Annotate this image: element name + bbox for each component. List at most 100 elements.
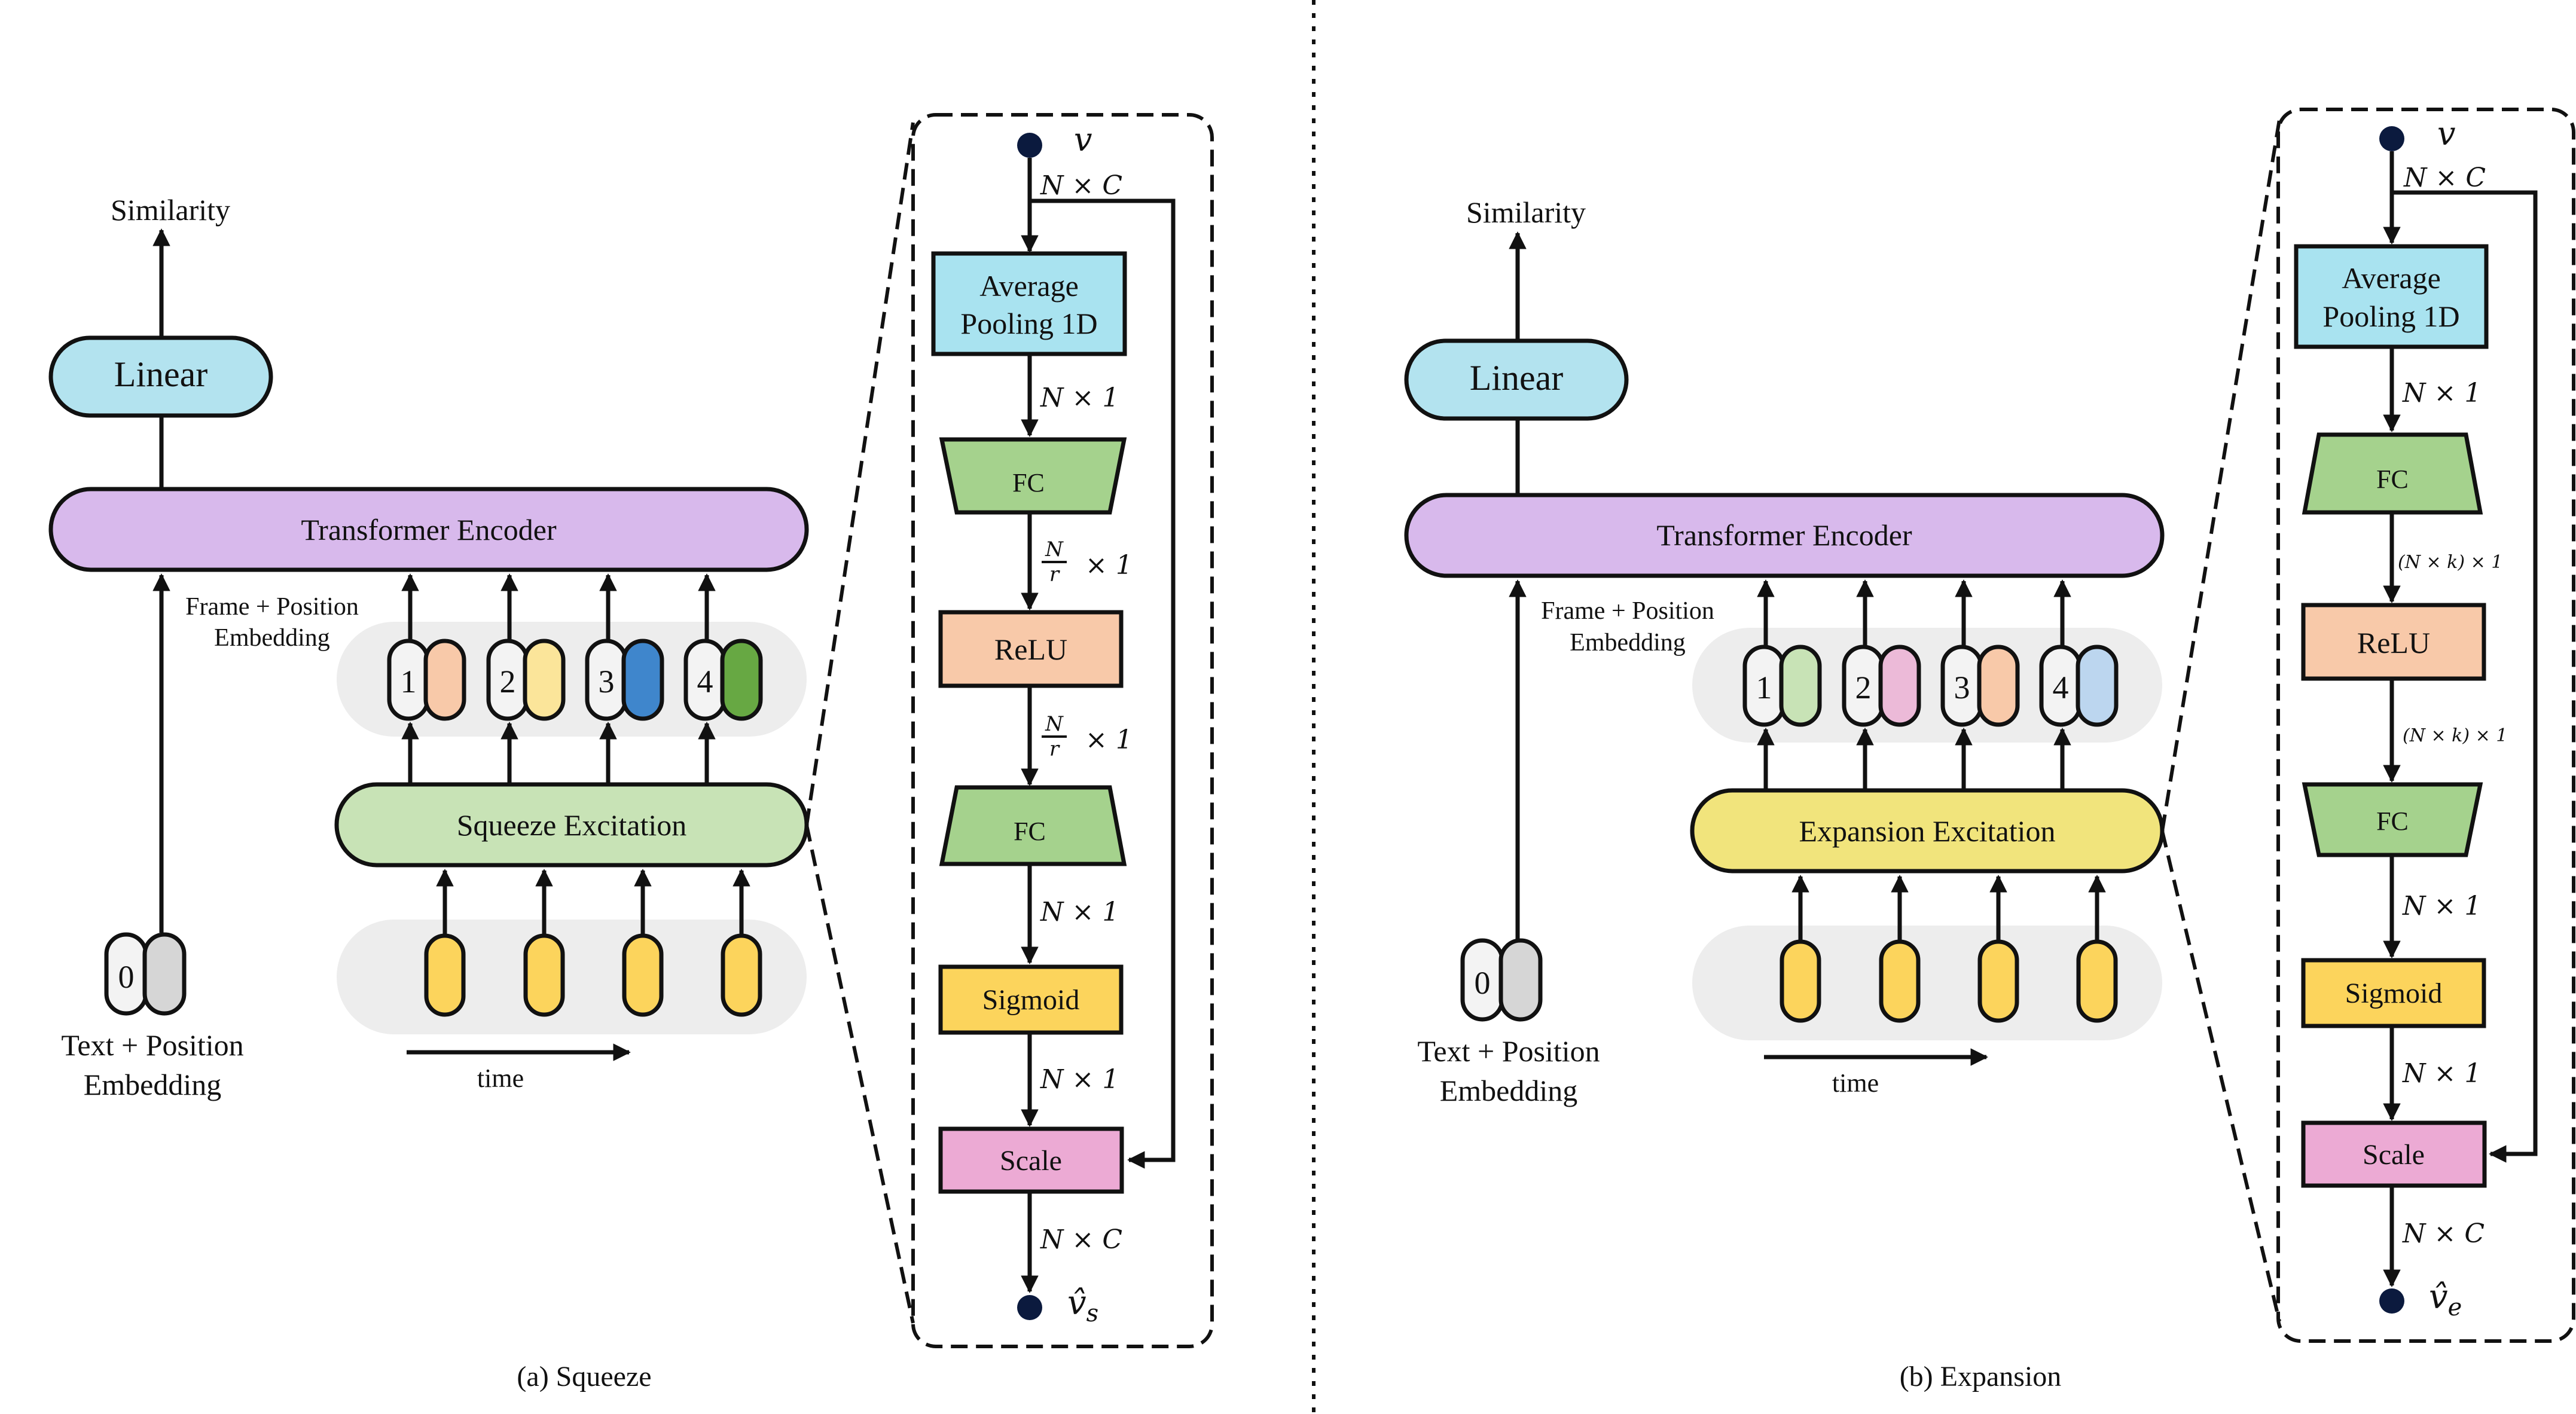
text-position-label-line1: Text + Position — [1417, 1034, 1600, 1068]
zoom-line-bottom — [2160, 830, 2281, 1322]
cls-token: 0 — [1460, 938, 1543, 1022]
dim-relu: (N × k) × 1 — [2403, 725, 2507, 746]
similarity-label: Similarity — [111, 193, 230, 227]
avgpool-block — [931, 251, 1127, 356]
text-position-label-line2: Embedding — [84, 1068, 222, 1101]
cls-token-label: 0 — [118, 959, 135, 995]
dim-pool: N × 1 — [1040, 383, 1119, 413]
svg-text:N: N — [1045, 537, 1064, 561]
transformer-encoder-label: Transformer Encoder — [301, 513, 557, 546]
fc1-block — [939, 437, 1127, 515]
dim-sigmoid: N × 1 — [2402, 1058, 2481, 1089]
frame-position-label-line2: Embedding — [1570, 629, 1686, 656]
relu-label: ReLU — [994, 633, 1067, 666]
fc1-label: FC — [2376, 465, 2409, 494]
frame-position-label-line2: Embedding — [214, 624, 330, 652]
frame-position-label-line1: Frame + Position — [185, 593, 359, 621]
scale-label: Scale — [2363, 1139, 2425, 1171]
frame-token-label: 3 — [599, 664, 615, 700]
zoom-line-top — [805, 122, 915, 826]
frame-token-label: 3 — [1954, 670, 1970, 706]
output-node — [1017, 1295, 1042, 1320]
sigmoid-block — [938, 964, 1124, 1035]
input-tokens — [1780, 875, 2118, 1023]
input-token — [2076, 939, 2118, 1023]
dim-fc2: N × 1 — [1040, 897, 1119, 927]
fc2-label: FC — [1014, 817, 1046, 846]
output-label: v̂e — [2429, 1278, 2462, 1321]
svg-text:N: N — [1045, 712, 1064, 736]
frame-token-1: 1 — [1742, 645, 1822, 727]
frame-token-1: 1 — [387, 639, 466, 721]
frame-tokens: 1 2 3 4 — [1742, 579, 2119, 790]
frame-token-label: 4 — [2053, 670, 2069, 706]
svg-text:r: r — [1049, 563, 1060, 587]
text-position-label-line1: Text + Position — [61, 1028, 243, 1062]
frame-token-2: 2 — [486, 639, 566, 721]
input-token — [1879, 939, 1921, 1023]
frame-token-label: 1 — [401, 664, 417, 700]
avgpool-label-line1: Average — [2342, 261, 2441, 295]
frame-token-label: 2 — [500, 664, 516, 700]
input-token — [721, 933, 762, 1017]
caption-squeeze: (a) Squeeze — [517, 1361, 651, 1392]
transformer-encoder-label: Transformer Encoder — [1656, 518, 1912, 552]
text-position-label-line2: Embedding — [1440, 1074, 1578, 1107]
avgpool-label-line1: Average — [979, 269, 1079, 303]
scale-label: Scale — [1000, 1145, 1062, 1177]
expansion-panel: Similarity Linear Transformer Encoder Fr… — [1404, 119, 2281, 1392]
frame-token-2: 2 — [1842, 645, 1921, 727]
input-tokens — [424, 869, 762, 1017]
residual-path — [1030, 198, 1176, 1169]
fc1-label: FC — [1012, 468, 1045, 497]
dim-input: N × C — [1040, 170, 1122, 201]
output-label: v̂s — [1067, 1284, 1098, 1327]
frame-position-label-line1: Frame + Position — [1541, 597, 1714, 625]
relu-label: ReLU — [2357, 626, 2430, 659]
frame-token-3: 3 — [585, 639, 664, 721]
dim-fc2: N × 1 — [2402, 891, 2481, 921]
zoom-line-top — [2160, 119, 2281, 832]
transformer-encoder-block — [48, 487, 809, 572]
residual-path — [2392, 190, 2538, 1163]
svg-text:× 1: × 1 — [1085, 550, 1133, 581]
frame-token-4: 4 — [2039, 645, 2119, 727]
relu-block — [2301, 603, 2486, 681]
dim-input: N × C — [2403, 163, 2486, 193]
relu-block — [938, 610, 1124, 688]
dim-output: N × C — [2402, 1218, 2485, 1249]
similarity-label: Similarity — [1466, 196, 1586, 229]
sigmoid-label: Sigmoid — [982, 984, 1080, 1016]
caption-expansion: (b) Expansion — [1900, 1361, 2062, 1392]
zoom-line-bottom — [805, 824, 915, 1324]
svg-text:r: r — [1049, 737, 1060, 761]
time-label: time — [477, 1064, 524, 1093]
squeeze-detail: v N × C Average Pooling 1D N × 1 FC N r … — [911, 113, 1214, 1348]
frame-token-label: 1 — [1756, 670, 1772, 706]
input-token — [1977, 939, 2019, 1023]
cls-token-label: 0 — [1475, 965, 1491, 1001]
dim-fc1: (N × k) × 1 — [2398, 552, 2502, 573]
squeeze-detail-frame — [911, 113, 1214, 1348]
dim-fc1: N r × 1 — [1042, 537, 1133, 587]
sigmoid-block — [2301, 958, 2486, 1028]
fc2-label: FC — [2376, 807, 2409, 836]
dim-pool: N × 1 — [2402, 378, 2481, 408]
input-label: v — [2437, 115, 2456, 152]
expansion-excitation-label: Expansion Excitation — [1799, 814, 2055, 848]
output-node — [2379, 1288, 2404, 1314]
linear-label: Linear — [114, 355, 208, 394]
dim-sigmoid: N × 1 — [1040, 1064, 1119, 1095]
input-token — [523, 933, 565, 1017]
squeeze-excitation-label: Squeeze Excitation — [457, 808, 687, 842]
input-node — [2379, 126, 2404, 151]
frame-token-label: 2 — [1855, 670, 1872, 706]
time-label: time — [1832, 1068, 1879, 1098]
avgpool-label-line2: Pooling 1D — [2322, 300, 2459, 333]
linear-label: Linear — [1470, 358, 1564, 398]
input-label: v — [1074, 121, 1092, 158]
sigmoid-label: Sigmoid — [2345, 978, 2443, 1009]
frame-token-3: 3 — [1940, 645, 2020, 727]
